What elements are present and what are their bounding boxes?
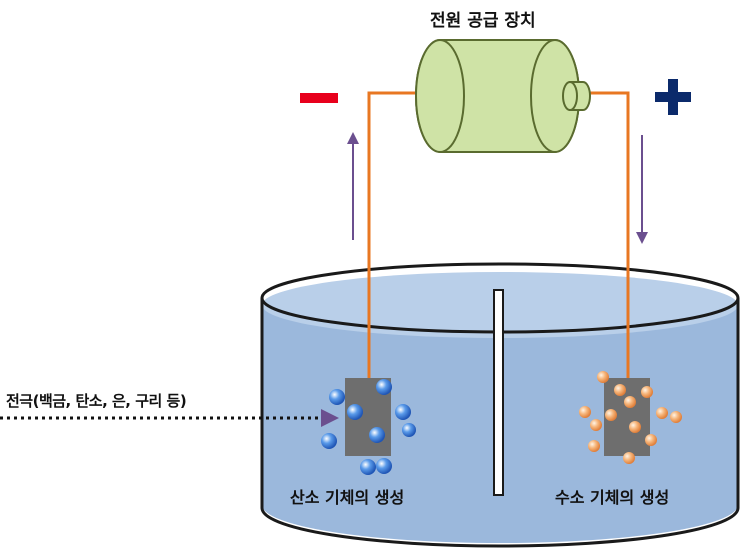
electrode-label: 전극(백금, 탄소, 은, 구리 등)	[6, 392, 187, 410]
plus-sign-icon	[655, 79, 691, 115]
gas-bubble-icon	[579, 371, 682, 464]
hydrogen-gas-label: 수소 기체의 생성	[555, 488, 670, 507]
power-supply-title: 전원 공급 장치	[430, 11, 536, 31]
wire-left	[367, 91, 418, 380]
tank-wall	[260, 298, 740, 548]
power-supply	[415, 39, 591, 153]
tank-divider	[493, 289, 504, 496]
minus-sign-icon	[300, 93, 338, 103]
wire-right	[580, 91, 630, 380]
current-arrows	[347, 132, 648, 244]
wires	[367, 91, 630, 380]
oxygen-gas-label: 산소 기체의 생성	[290, 488, 405, 507]
tank	[260, 262, 740, 548]
gas-bubble-icon	[321, 379, 416, 475]
